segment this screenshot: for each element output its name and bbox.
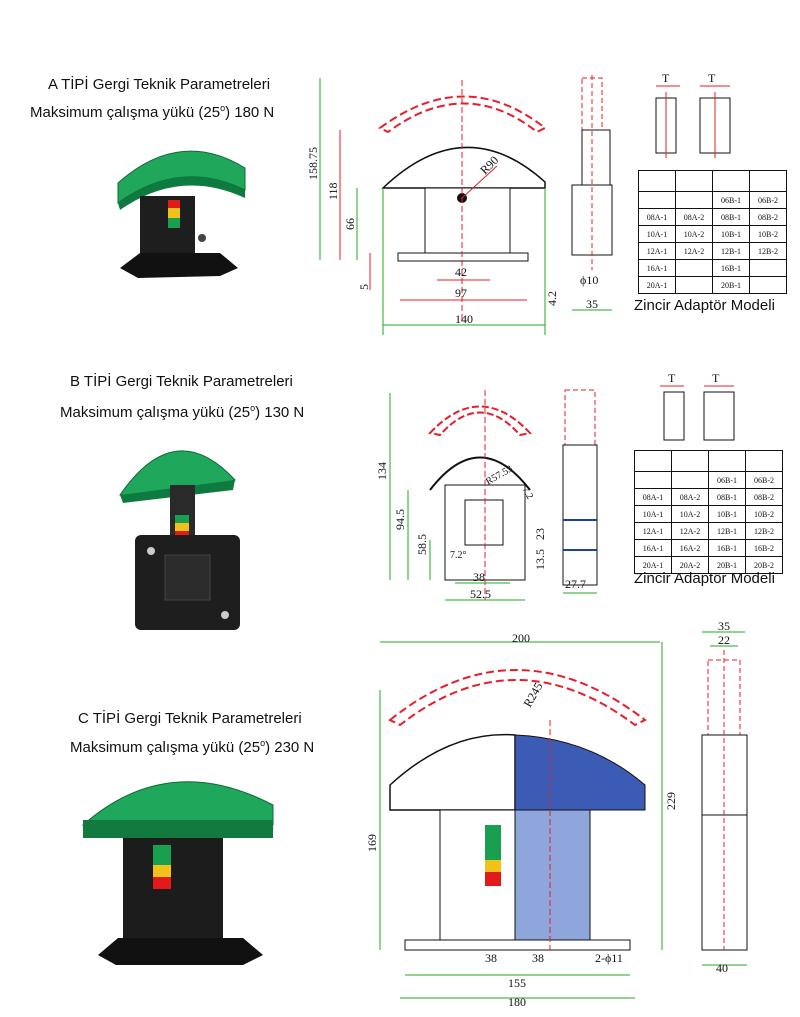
type-b-load: Maksimum çalışma yükü (25o) 130 N bbox=[60, 403, 305, 421]
type-a-adapter-drawing: T T bbox=[655, 71, 731, 158]
dim-a-97: 97 bbox=[455, 286, 467, 300]
dim-b-58-5: 58.5 bbox=[415, 534, 429, 555]
dim-a-35: 35 bbox=[586, 297, 598, 311]
dim-c-229: 229 bbox=[664, 792, 678, 810]
dim-c-hole: 2-ϕ11 bbox=[595, 951, 623, 965]
dim-c-r245: R245 bbox=[520, 680, 545, 710]
dim-a-158: 158.75 bbox=[306, 147, 320, 180]
type-a-load: Maksimum çalışma yükü (25o) 180 N bbox=[30, 103, 275, 121]
svg-text:T: T bbox=[668, 371, 676, 385]
dim-c-38a: 38 bbox=[485, 951, 497, 965]
dim-b-52-5: 52.5 bbox=[470, 587, 491, 601]
type-b-front-drawing: 134 94.5 58.5 23 13.5 38 52.5 R57.53 7.2… bbox=[375, 390, 547, 601]
dim-b-94-5: 94.5 bbox=[393, 509, 407, 530]
dim-b-13-5: 13.5 bbox=[533, 549, 547, 570]
svg-text:T: T bbox=[662, 71, 670, 85]
dim-a-118: 118 bbox=[326, 182, 340, 200]
type-b-side-drawing: 27.7 bbox=[562, 389, 598, 594]
dim-c-38b: 38 bbox=[532, 951, 544, 965]
dim-b-38: 38 bbox=[473, 570, 485, 584]
dim-a-42: 42 bbox=[455, 265, 467, 279]
type-b-title: B TİPİ Gergi Teknik Parametreleri bbox=[70, 373, 293, 390]
dim-a-66: 66 bbox=[343, 218, 357, 230]
type-a-model-caption: Zincir Adaptör Modeli bbox=[634, 297, 775, 314]
dim-a-4-2: 4.2 bbox=[545, 291, 559, 306]
svg-text:T: T bbox=[708, 71, 716, 85]
dim-a-140: 140 bbox=[455, 312, 473, 326]
dim-c-35: 35 bbox=[718, 619, 730, 633]
dim-c-169: 169 bbox=[365, 834, 379, 852]
type-c-side-drawing: 35 22 40 bbox=[701, 619, 748, 975]
dim-b-r57: R57.53 bbox=[484, 463, 515, 487]
dim-c-180: 180 bbox=[508, 995, 526, 1009]
type-c-title: C TİPİ Gergi Teknik Parametreleri bbox=[78, 710, 302, 727]
dim-b-23: 23 bbox=[533, 528, 547, 540]
dim-b-angle1: 7.2° bbox=[450, 550, 467, 561]
type-a-product-photo bbox=[117, 150, 246, 278]
dim-a-phi10: ϕ10 bbox=[580, 273, 598, 287]
dim-c-155: 155 bbox=[508, 976, 526, 990]
type-b-adapter-drawing: T T bbox=[660, 371, 735, 441]
type-b-model-caption: Zincir Adaptör Modeli bbox=[634, 570, 775, 587]
dim-c-22: 22 bbox=[718, 633, 730, 647]
dim-b-27-7: 27.7 bbox=[565, 577, 586, 591]
dim-b-134: 134 bbox=[375, 462, 389, 480]
type-c-product-photo bbox=[81, 781, 274, 965]
type-b-product-photo bbox=[119, 450, 240, 630]
svg-text:T: T bbox=[712, 371, 720, 385]
dim-b-angle2: 7.2 bbox=[519, 485, 535, 501]
type-c-load: Maksimum çalışma yükü (25o) 230 N bbox=[70, 738, 315, 756]
dim-c-200: 200 bbox=[512, 631, 530, 645]
type-a-front-drawing: 158.75 118 66 5 42 97 140 R90 bbox=[306, 78, 547, 335]
type-c-front-drawing: 200 169 229 R245 38 38 155 180 2-ϕ11 bbox=[365, 631, 678, 1009]
type-a-side-drawing: 35 ϕ10 4.2 bbox=[545, 75, 613, 311]
dim-a-5: 5 bbox=[357, 284, 371, 290]
type-a-title: A TİPİ Gergi Teknik Parametreleri bbox=[48, 76, 271, 93]
dim-c-40: 40 bbox=[716, 961, 728, 975]
